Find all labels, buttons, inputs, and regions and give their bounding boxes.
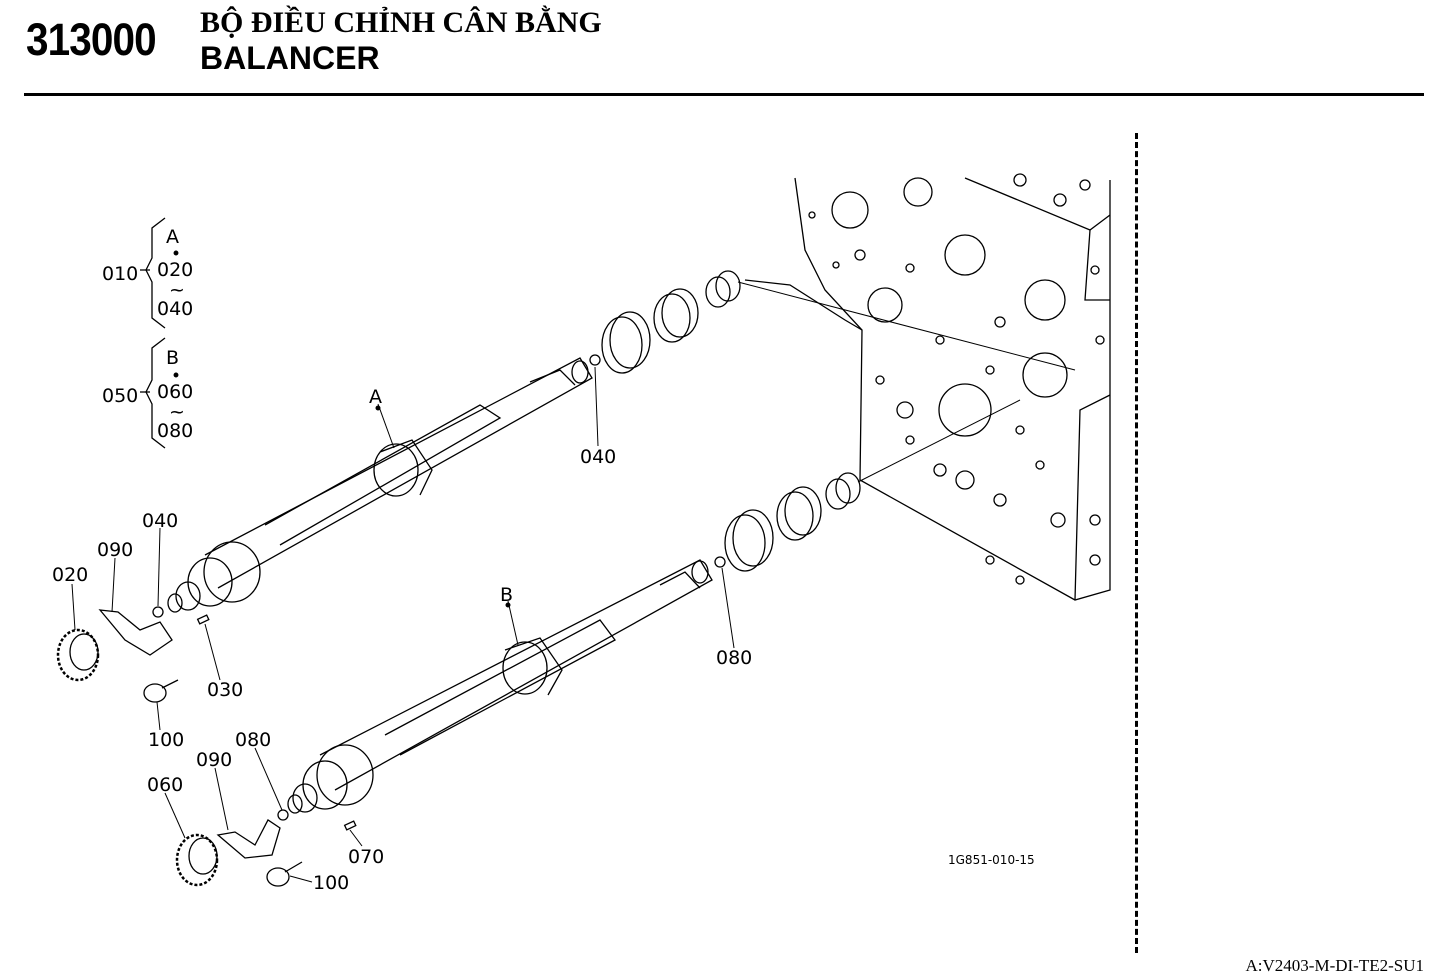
key-070: [343, 820, 357, 831]
callout-090-a: 090: [97, 539, 133, 561]
plate-090-a: [98, 609, 173, 656]
gear-060: [175, 833, 219, 887]
callout-060: 060: [147, 774, 183, 796]
gear-020: [56, 628, 100, 682]
bolt-100-b: [266, 861, 303, 887]
callout-080-bushing: 080: [716, 647, 752, 669]
column-divider: [1135, 133, 1138, 953]
bolt-100-a: [143, 679, 179, 703]
page-title-english: BALANCER: [200, 40, 380, 76]
balancer-shaft-a: [167, 357, 593, 613]
engine-block: [744, 173, 1111, 601]
callout-shaft-b: B: [500, 584, 513, 606]
header-rule: [24, 93, 1424, 96]
key-030: [196, 614, 210, 625]
group-b-tilde: ~: [169, 401, 185, 423]
document-reference: A:V2403-M-DI-TE2-SU1: [1245, 956, 1424, 975]
callout-090-b: 090: [196, 749, 232, 771]
group-a-tilde: ~: [169, 279, 185, 301]
figure-id: 1G851-010-15: [948, 853, 1035, 867]
group-b-to: 080: [157, 420, 193, 442]
callout-100-b: 100: [313, 872, 349, 894]
ball-040: [152, 606, 164, 618]
group-b-from: 060: [157, 381, 193, 403]
ball-080: [277, 809, 289, 821]
callout-040-ball: 040: [142, 510, 178, 532]
group-a-ref: 010: [102, 263, 138, 285]
callout-070: 070: [348, 846, 384, 868]
group-b-ref: 050: [102, 385, 138, 407]
callout-030: 030: [207, 679, 243, 701]
callout-100-a: 100: [148, 729, 184, 751]
callout-shaft-a: A: [369, 386, 382, 408]
group-b-letter: B: [166, 347, 179, 369]
group-a-to: 040: [157, 298, 193, 320]
balancer-shaft-b: [287, 559, 713, 814]
callout-020: 020: [52, 564, 88, 586]
section-code: 313000: [26, 14, 157, 65]
group-a-from: 020: [157, 259, 193, 281]
bushings-a: [589, 270, 1076, 374]
callout-080-ball: 080: [235, 729, 271, 751]
plate-090-b: [216, 819, 281, 859]
page-title-vietnamese: BỘ ĐIỀU CHỈNH CÂN BẰNG: [200, 6, 602, 39]
callout-040-bushing: 040: [580, 446, 616, 468]
bushings-b: [714, 399, 1021, 572]
group-a-letter: A: [166, 226, 179, 248]
